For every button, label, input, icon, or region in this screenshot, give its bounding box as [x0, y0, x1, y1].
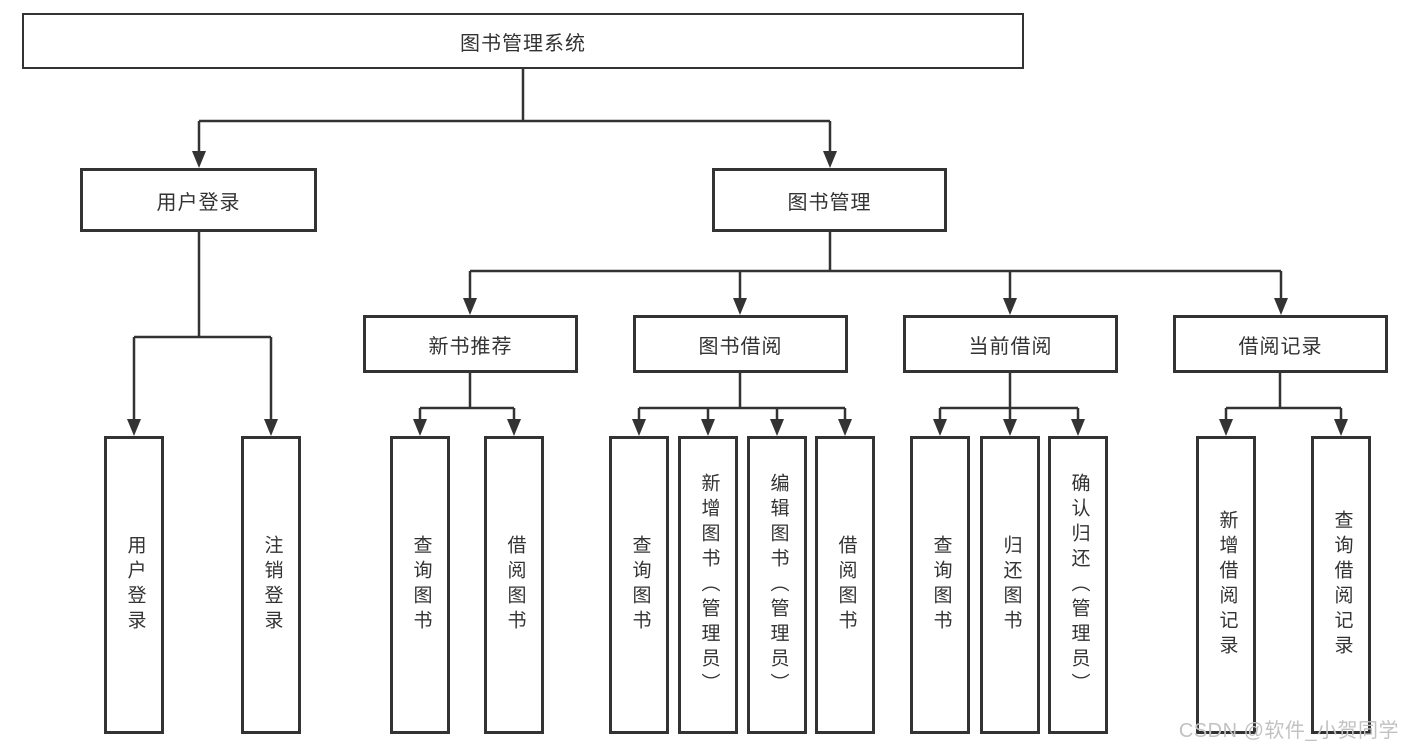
leaf-borrowing-edit-books: 编辑图书（管理员） — [747, 436, 807, 734]
leaf-borrowing-borrow-books: 借阅图书 — [815, 436, 875, 734]
node-new-book-recommend: 新书推荐 — [363, 315, 578, 373]
leaf-current-confirm-return: 确认归还（管理员） — [1048, 436, 1108, 734]
arrowheads — [127, 151, 1348, 436]
leaf-logout: 注销登录 — [241, 436, 301, 734]
leaf-records-query-record: 查询借阅记录 — [1311, 436, 1371, 734]
leaf-current-query-books: 查询图书 — [910, 436, 970, 734]
watermark: CSDN @软件_小贺同学 — [1178, 720, 1399, 742]
leaf-user-login: 用户登录 — [104, 436, 164, 734]
leaf-borrowing-query-books: 查询图书 — [609, 436, 669, 734]
node-current-borrowing: 当前借阅 — [903, 315, 1118, 373]
node-user-login: 用户登录 — [80, 168, 317, 232]
node-borrowing-records: 借阅记录 — [1173, 315, 1388, 373]
node-book-management: 图书管理 — [712, 168, 947, 232]
leaf-recommend-borrow-books: 借阅图书 — [484, 436, 544, 734]
leaf-recommend-query-books: 查询图书 — [390, 436, 450, 734]
connector-lines — [132, 69, 1343, 422]
leaf-records-add-record: 新增借阅记录 — [1196, 436, 1256, 734]
leaf-current-return-books: 归还图书 — [980, 436, 1040, 734]
node-root: 图书管理系统 — [22, 13, 1024, 69]
leaf-borrowing-add-books: 新增图书（管理员） — [678, 436, 738, 734]
node-book-borrowing: 图书借阅 — [633, 315, 848, 373]
